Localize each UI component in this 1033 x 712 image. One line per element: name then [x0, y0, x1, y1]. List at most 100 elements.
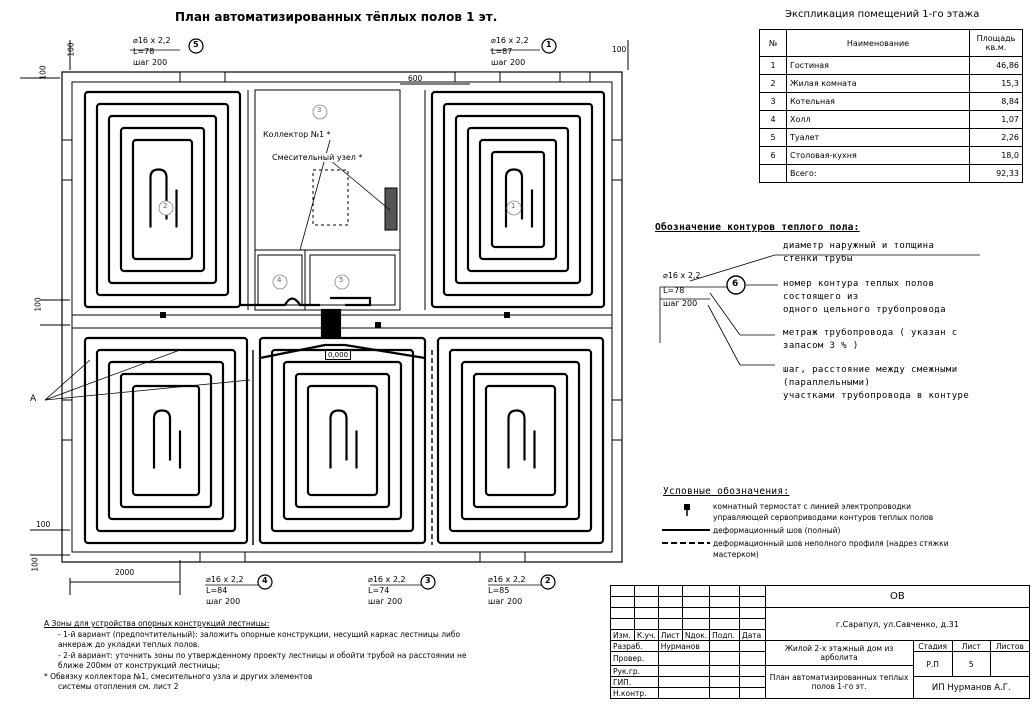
dim-100-top-left: 100: [66, 42, 76, 57]
role-razrab: Разраб.: [610, 640, 659, 652]
sheet-title: План автоматизированных теплых полов 1-г…: [764, 665, 914, 699]
loop-room-2-serpentine: [149, 168, 178, 228]
sheet-header: Лист: [951, 640, 991, 652]
cell: 18,0: [969, 146, 1023, 165]
author-name: Нурманов: [657, 640, 711, 652]
project-name: Жилой 2-х этажный дом из арболита: [764, 640, 914, 666]
col-kuch: К.уч.: [633, 629, 659, 641]
col-list: Лист: [657, 629, 683, 641]
dim-2000: 2000: [115, 568, 135, 577]
company-name: ИП Нурманов А.Г.: [912, 676, 1031, 699]
loop-room-1-serpentine: [504, 168, 534, 228]
header-cell: Площадь кв.м.: [969, 29, 1023, 57]
loop-room-1-ring: [442, 102, 594, 297]
cell: 2,26: [969, 128, 1023, 147]
note-a-2: анкераж до укладки теплых полов.: [58, 640, 200, 649]
loop5-step: шаг 200: [133, 58, 168, 67]
loop2-length: L=85: [488, 586, 510, 595]
loop3-diameter: ⌀16 x 2,2: [368, 575, 406, 584]
legend-diameter: ⌀16 x 2,2: [663, 271, 701, 280]
dim-100-bottom: 100: [36, 520, 51, 529]
loop-room-2b-serpentine: [507, 409, 536, 469]
project-address: г.Сарапул, ул.Савченко, д.31: [764, 607, 1031, 641]
loop-room-2-ring: [95, 102, 230, 297]
cell: [759, 164, 787, 183]
loop-room-1-ring: [478, 138, 558, 261]
role-rukgr: Рук.гр.: [610, 665, 659, 677]
loop5-length: L=78: [133, 47, 155, 56]
loop-room-4-serpentine: [152, 409, 182, 469]
cell: Столовая-кухня: [786, 146, 970, 165]
loop-room-4-ring: [107, 360, 225, 521]
legend-desc2b: состоящего из: [783, 292, 859, 302]
loop1-diameter: ⌀16 x 2,2: [491, 36, 529, 45]
drawing-title: План автоматизированных тёплых полов 1 э…: [175, 10, 498, 24]
loop2-number: 2: [545, 576, 551, 585]
sheets-value: [989, 651, 1031, 677]
role-gip: ГИП.: [610, 676, 659, 688]
legend-desc4c: участками трубопровода в контуре: [783, 391, 970, 401]
stage-value: Р.П: [912, 651, 953, 677]
loop3-length: L=74: [368, 586, 390, 595]
loop-room-2-ring: [107, 114, 218, 285]
loop3-step: шаг 200: [368, 597, 403, 606]
cell: 5: [759, 128, 787, 147]
cell: Жилая комната: [786, 74, 970, 93]
dim-100-top-right: 100: [612, 45, 627, 54]
legend-desc3b: запасом 3 % ): [783, 341, 859, 351]
dim-100-left-top: 100: [38, 65, 48, 80]
zone-a-label: А: [30, 394, 37, 404]
loop2-diameter: ⌀16 x 2,2: [488, 575, 526, 584]
room5-number: 5: [339, 276, 344, 284]
loop-room-2b-ring: [484, 384, 557, 497]
room1-number: 1: [511, 202, 516, 210]
collector-label: Коллектор №1 *: [263, 130, 331, 139]
cell: Туалет: [786, 128, 970, 147]
mixing-unit-label: Смесительный узел *: [272, 153, 363, 162]
legend-step: шаг 200: [663, 299, 698, 308]
cell: Всего:: [786, 164, 970, 183]
legend-diagram: [659, 254, 980, 366]
legend-desc2c: одного цельного трубопровода: [783, 305, 946, 315]
cell: Гостиная: [786, 56, 970, 75]
loop4-diameter: ⌀16 x 2,2: [206, 575, 244, 584]
conventions-symbols: [662, 504, 710, 544]
loop-room-1-ring: [466, 126, 570, 273]
cell: 6: [759, 146, 787, 165]
cell: Котельная: [786, 92, 970, 111]
cell: Холл: [786, 110, 970, 129]
note-a-4: ближе 200мм от конструкций лестницы;: [58, 661, 221, 670]
loop-room-2b-ring: [436, 336, 605, 545]
note-star-1: * Обвязку коллектора №1, смесительного у…: [44, 671, 313, 681]
sheets-header: Листов: [989, 640, 1031, 652]
cell: 2: [759, 74, 787, 93]
stage-header: Стадия: [912, 640, 953, 652]
loop5-number: 5: [193, 40, 199, 49]
cell: 4: [759, 110, 787, 129]
loop-room-1-ring: [430, 90, 606, 309]
loop-room-1-ring: [454, 114, 582, 285]
loop-room-4-ring: [131, 384, 201, 497]
note-a-3: - 2-й вариант: уточнить зоны по утвержде…: [58, 650, 467, 660]
room2-number: 2: [163, 202, 168, 210]
table-row: Всего:92,33: [759, 164, 1023, 183]
loop-room-2-ring: [119, 126, 206, 273]
role-nkontr: Н.контр.: [610, 687, 659, 699]
loop1-length: L=87: [491, 47, 513, 56]
legend-desc4b: (параллельными): [783, 378, 871, 388]
loop-room-4-ring: [83, 336, 249, 545]
level-mark: 0,000: [325, 350, 352, 360]
loop-room-4-ring: [119, 372, 213, 509]
cell: 46,86: [969, 56, 1023, 75]
role-prover: Провер.: [610, 651, 659, 666]
header-cell: №: [759, 29, 787, 57]
convention-joint-partial: деформационный шов неполного профиля (на…: [713, 539, 949, 548]
floor-plan: [20, 38, 629, 595]
convention-thermostat: комнатный термостат с линией электропров…: [713, 502, 912, 511]
cell: 1: [759, 56, 787, 75]
loop-room-3-ring: [282, 360, 403, 521]
